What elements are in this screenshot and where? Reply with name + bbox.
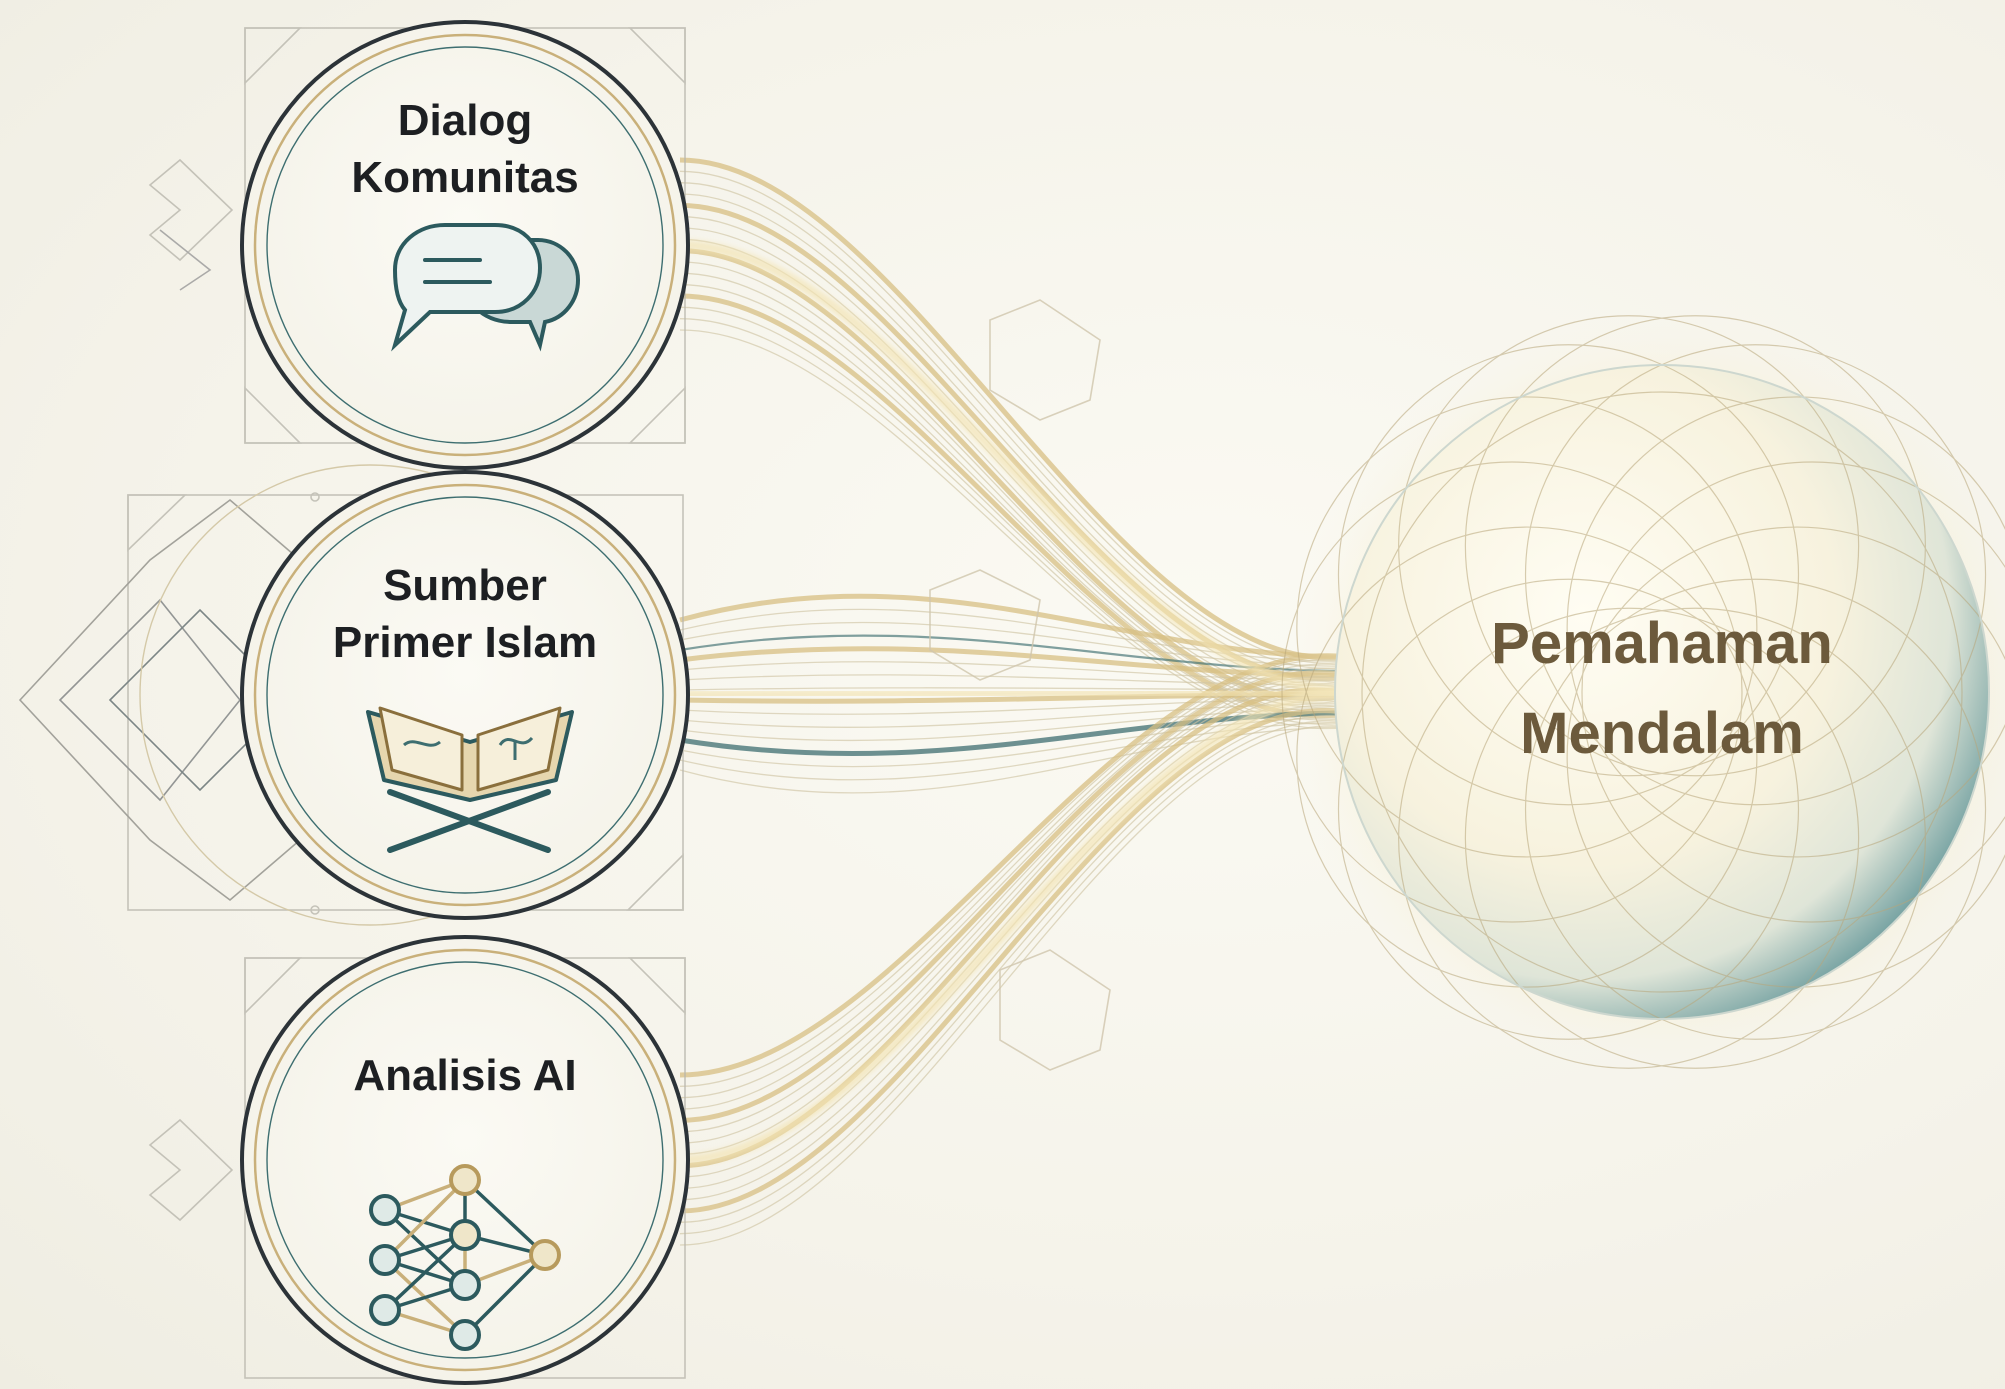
node-analisis-label-line1: Analisis AI <box>353 1051 576 1100</box>
hub-mesh-ring <box>1296 526 1758 988</box>
flow-line <box>679 703 1351 729</box>
node-analisis-ai: Analisis AI <box>240 935 690 1385</box>
flow-line <box>679 659 1351 1087</box>
flow-line <box>679 593 1351 660</box>
hub-mesh-ring <box>1464 315 1926 777</box>
neural-node <box>449 1164 481 1196</box>
flow-line <box>679 306 1351 721</box>
flow-line <box>679 621 1351 667</box>
node-dialog-label-line2: Komunitas <box>351 153 578 202</box>
flow-line <box>679 663 1351 1099</box>
flow-line <box>679 725 1351 1246</box>
node-dialog-komunitas: Dialog Komunitas <box>240 20 690 470</box>
neural-network-icon <box>369 1164 561 1351</box>
flow-ribbons <box>679 157 1351 1246</box>
neural-node <box>369 1294 401 1326</box>
chat-bubbles-icon <box>391 223 581 352</box>
hub-mesh-ring <box>1566 396 2005 858</box>
neural-node <box>449 1219 481 1251</box>
neural-edge <box>383 1178 467 1262</box>
flow-line <box>679 667 1351 1110</box>
hub-mesh-ring <box>1337 344 1800 806</box>
hub-mesh-ring <box>1296 396 1758 858</box>
hub-mesh-ring <box>1361 391 1963 993</box>
flow-line <box>679 694 1351 1178</box>
hub-mesh-ring <box>1566 526 2005 988</box>
hub-mesh-ring <box>1398 315 1860 777</box>
hub-mesh-ring <box>1281 461 1743 923</box>
flow-line <box>679 157 1351 661</box>
neural-node <box>449 1319 481 1351</box>
flow-line <box>679 726 1351 794</box>
neural-node <box>369 1244 401 1276</box>
flow-line <box>679 715 1351 1223</box>
neural-edge <box>383 1233 467 1312</box>
hub-mesh-ring <box>1337 578 1800 1040</box>
neural-edge <box>463 1253 547 1337</box>
flow-line <box>679 170 1351 664</box>
neural-edge <box>463 1178 547 1257</box>
hub-label-line2: Mendalam <box>1520 701 1804 766</box>
node-dialog-label-line1: Dialog <box>398 96 532 145</box>
flow-glow <box>679 687 1351 1165</box>
flow-line <box>679 670 1351 1123</box>
flow-glow <box>679 240 1351 697</box>
flow-line <box>679 720 1351 1235</box>
flow-line <box>679 608 1351 663</box>
neural-node <box>369 1194 401 1226</box>
hub-mesh-ring <box>1464 607 1926 1069</box>
hub-label-line1: Pemahaman <box>1491 611 1833 676</box>
flow-glow <box>679 687 1351 700</box>
node-sumber-label-line2: Primer Islam <box>333 618 597 667</box>
hub-mesh-ring <box>1398 607 1860 1069</box>
neural-node <box>449 1269 481 1301</box>
flow-line <box>679 684 1351 1155</box>
node-sumber-primer-islam: Sumber Primer Islam <box>240 470 690 920</box>
hub-mesh-ring <box>1524 344 1987 806</box>
neural-node <box>529 1239 561 1271</box>
hub-sphere: Pemahaman Mendalam <box>1281 315 2005 1069</box>
hub-mesh-ring <box>1581 461 2005 923</box>
node-sumber-label-line1: Sumber <box>383 561 547 610</box>
flow-line <box>679 661 1351 681</box>
flow-line <box>679 708 1351 1214</box>
quran-book-icon <box>366 706 574 853</box>
flow-line <box>679 318 1351 725</box>
hub-mesh-ring <box>1524 578 1987 1040</box>
